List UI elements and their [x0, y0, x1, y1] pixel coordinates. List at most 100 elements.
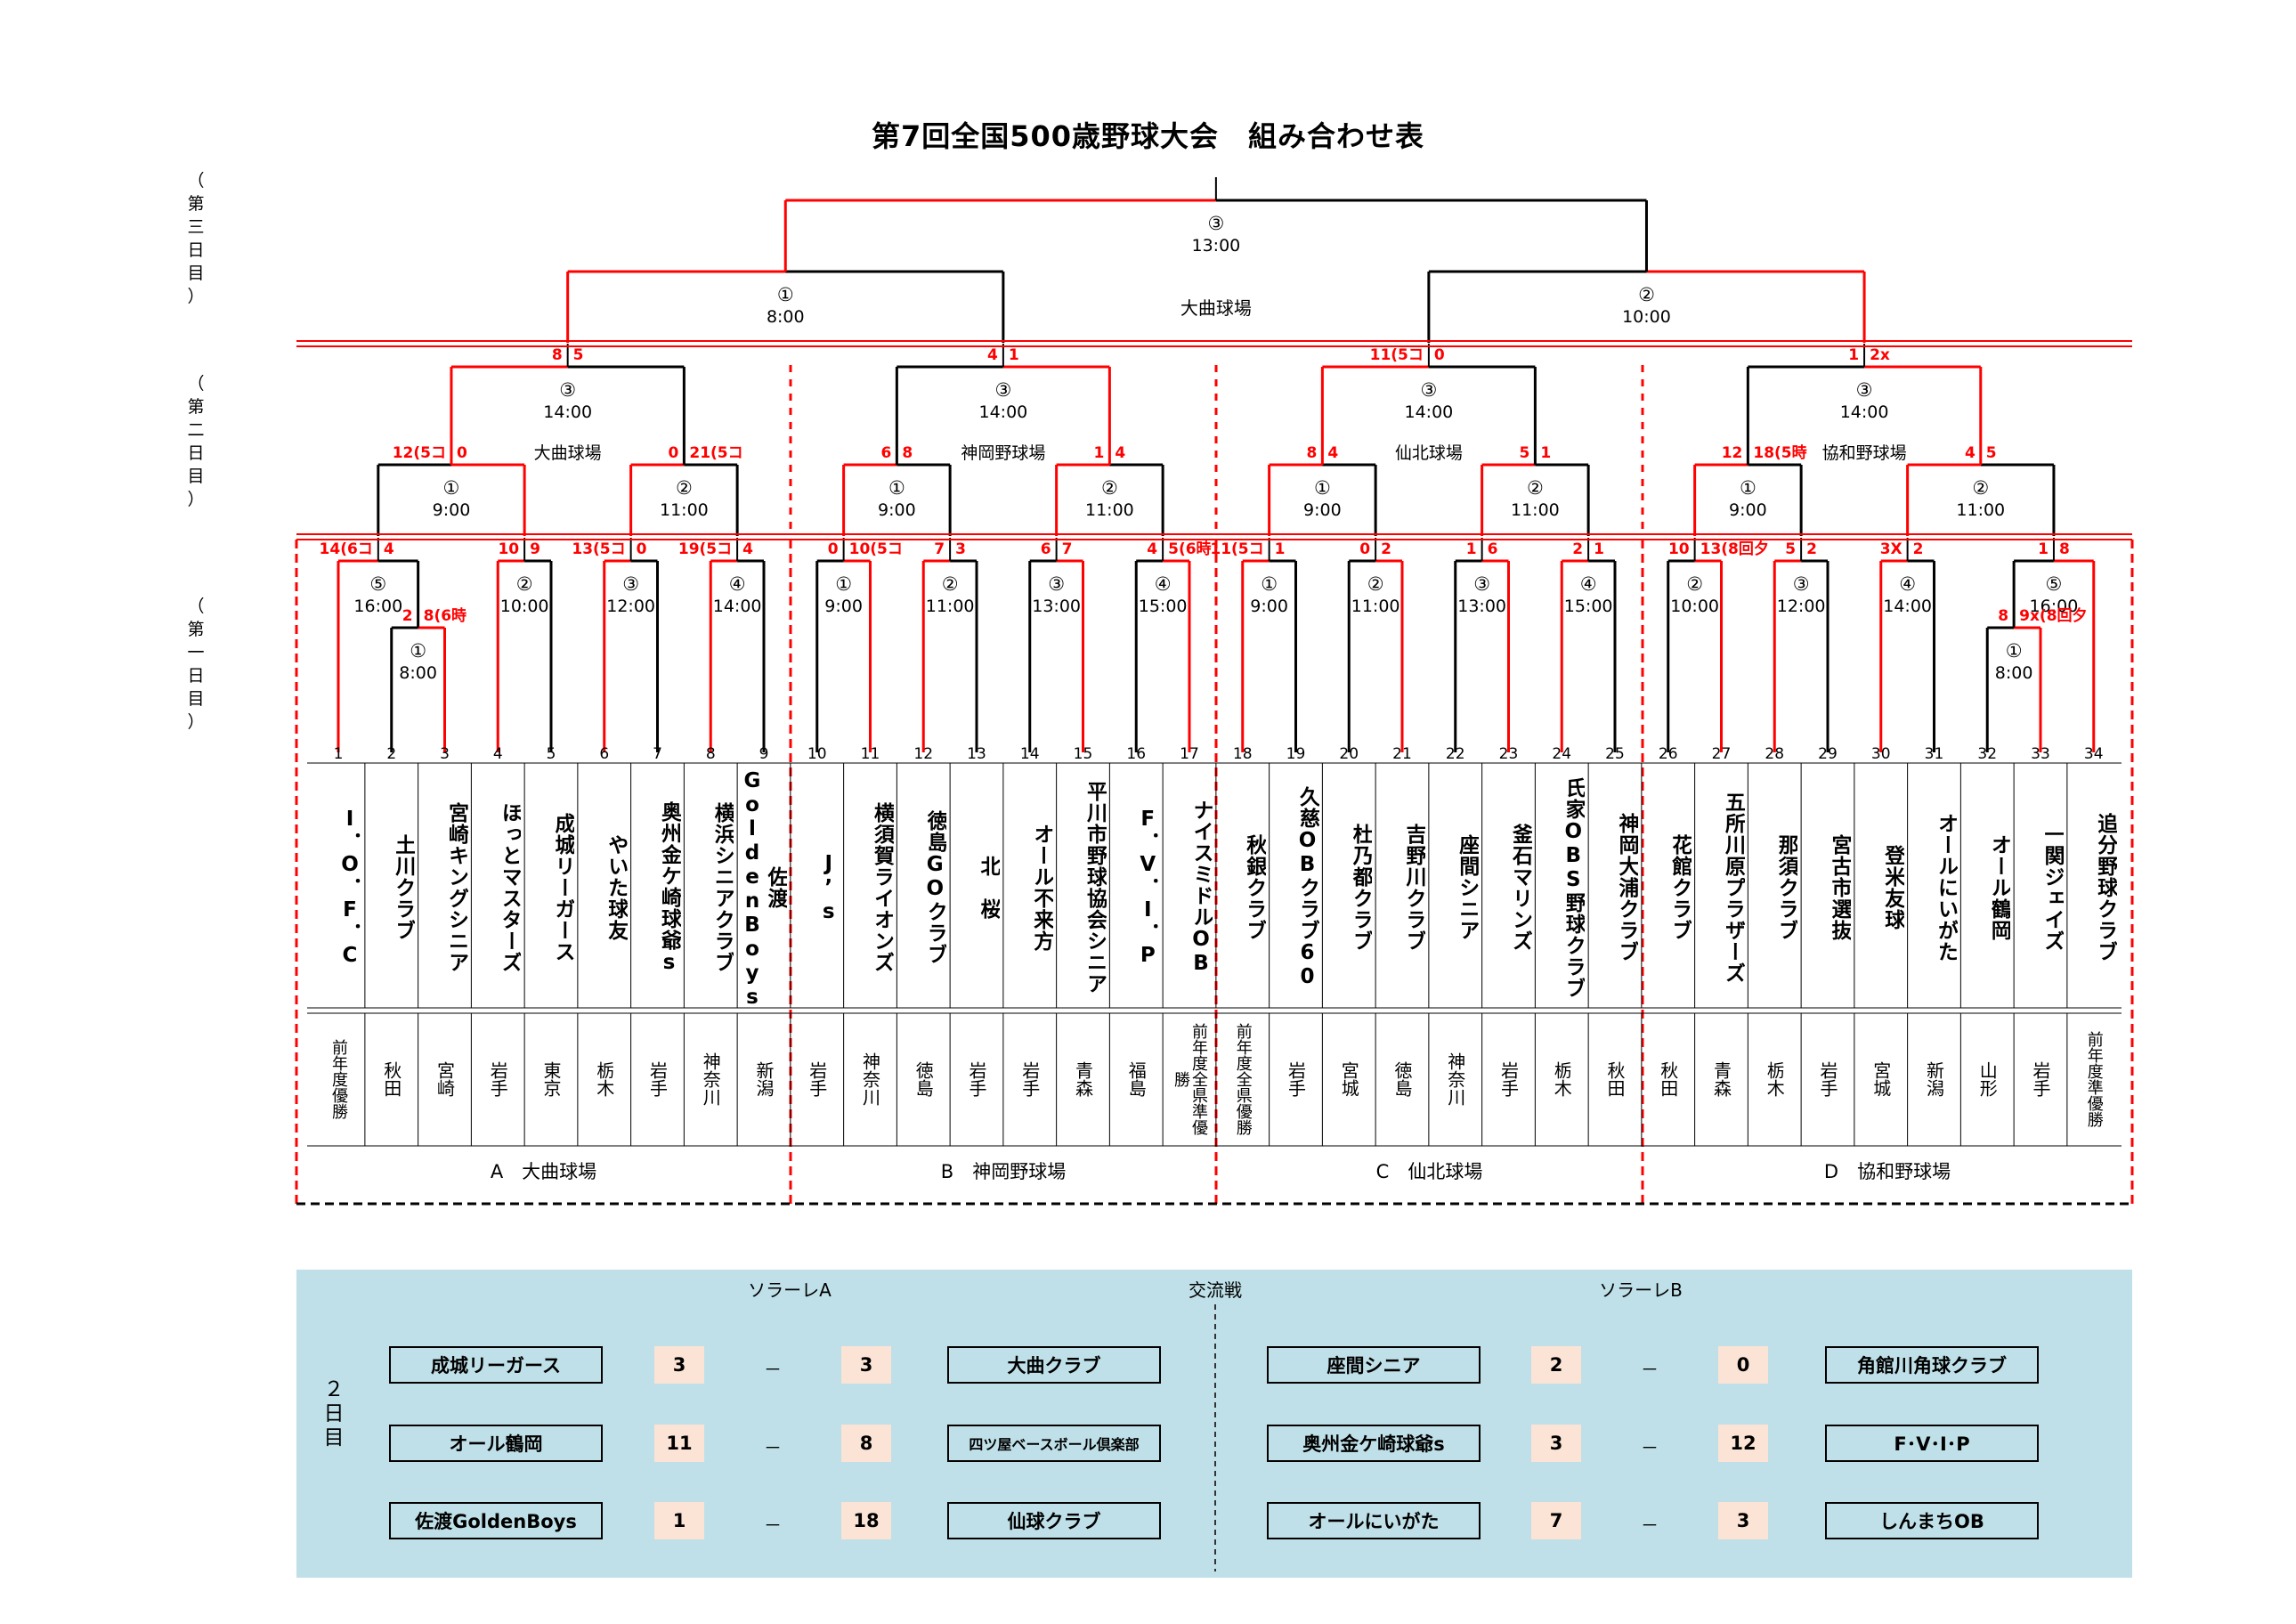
team-number-34: 34: [2084, 745, 2104, 763]
team-number-12: 12: [913, 745, 933, 763]
day2-block2-match3-score-left: 4: [987, 346, 998, 364]
day1-label: （ 第 一 日 目 ）: [187, 597, 205, 732]
day2-block1-venue: 大曲球場: [534, 443, 602, 463]
team-prefecture-18: 前年度全県優勝: [1233, 1023, 1253, 1135]
team-number-3: 3: [440, 745, 450, 763]
day1-match-13-time: 15:00: [1564, 597, 1613, 616]
team-prefecture-16: 福島: [1125, 1061, 1148, 1097]
day2-block4-match3-number: ③: [1856, 379, 1873, 401]
day1-match-2-time: 8:00: [399, 663, 437, 683]
day2-block3-match1-number: ①: [1314, 477, 1331, 499]
day1-match-6-score-left: 0: [828, 540, 839, 558]
team-prefecture-25: 秋田: [1604, 1061, 1626, 1097]
exchange-right-score2-3: 3: [1718, 1502, 1768, 1539]
exchange-dash: －: [764, 1437, 782, 1458]
day2-block3-match2-time: 11:00: [1511, 500, 1560, 520]
day1-match-18-number: ①: [2006, 640, 2023, 662]
day1-match-11-score-left: 0: [1359, 540, 1370, 558]
team-number-6: 6: [599, 745, 609, 763]
team-number-27: 27: [1712, 745, 1732, 763]
day1-match-8-score-right: 7: [1062, 540, 1073, 558]
day2-block3-match3-number: ③: [1420, 379, 1437, 401]
day1-match-8-score-left: 6: [1041, 540, 1051, 558]
team-number-25: 25: [1605, 745, 1625, 763]
day1-match-8-number: ③: [1048, 573, 1065, 595]
day2-block3-match2-score-left: 5: [1520, 444, 1530, 462]
team-prefecture-19: 岩手: [1285, 1061, 1307, 1097]
day1-match-12-number: ③: [1473, 573, 1490, 595]
day2-block1-match2-number: ②: [676, 477, 693, 499]
exchange-right-score1-2: 3: [1531, 1425, 1581, 1462]
exchange-right-away-1: 角館川角球クラブ: [1825, 1346, 2039, 1384]
day1-match-4-score-left: 13(5コ: [572, 540, 625, 558]
team-name-17: ナイスミドルOB: [1189, 800, 1213, 976]
team-name-9: 佐渡GoldenBoys: [741, 769, 787, 1006]
team-name-12: 徳島GOクラブ: [923, 810, 947, 965]
team-number-30: 30: [1871, 745, 1891, 763]
day3-final-time: 13:00: [1191, 236, 1240, 256]
team-name-13: 北 桜: [977, 856, 1000, 920]
day1-match-16-time: 14:00: [1883, 597, 1932, 616]
day1-match-10-score-left: 11(5コ: [1210, 540, 1263, 558]
day2-block2-match1-time: 9:00: [878, 500, 916, 520]
team-prefecture-3: 宮崎: [434, 1061, 456, 1097]
exchange-right-score2-2: 12: [1718, 1425, 1768, 1462]
day2-block4-match1-score-left: 12: [1722, 444, 1743, 462]
team-prefecture-28: 栃木: [1764, 1061, 1786, 1097]
exchange-dash: －: [1641, 1437, 1659, 1458]
day1-match-14-score-left: 10: [1668, 540, 1690, 558]
exchange-dash: －: [764, 1359, 782, 1380]
day2-block4-match3-score-left: 1: [1848, 346, 1859, 364]
exchange-right-score2-1: 0: [1718, 1346, 1768, 1384]
venue-c: C 仙北球場: [1375, 1161, 1483, 1182]
day1-match-6-number: ①: [835, 573, 852, 595]
day1-match-1-time: 16:00: [353, 597, 402, 616]
exchange-day-label: ２ 日 目: [323, 1378, 345, 1449]
team-prefecture-8: 神奈川: [700, 1052, 722, 1106]
day1-match-15-number: ③: [1793, 573, 1810, 595]
day2-label: （ 第 二 日 目 ）: [187, 374, 205, 509]
team-number-23: 23: [1499, 745, 1519, 763]
team-name-1: I．O．F．C: [338, 808, 361, 968]
team-number-4: 4: [493, 745, 503, 763]
day3-semi-right-number: ②: [1638, 284, 1655, 305]
exchange-header-title: 交流戦: [1189, 1279, 1242, 1301]
day1-match-15-time: 12:00: [1777, 597, 1826, 616]
day2-block2-match3-number: ③: [994, 379, 1011, 401]
exchange-left-score1-2: 11: [654, 1425, 704, 1462]
day2-block4-venue: 協和野球場: [1822, 443, 1907, 463]
day1-match-18-score-left: 8: [1998, 607, 2008, 625]
day1-match-10-score-right: 1: [1275, 540, 1286, 558]
exchange-header-b: ソラーレB: [1599, 1279, 1683, 1301]
day2-block3-match1-time: 9:00: [1303, 500, 1342, 520]
day1-match-16-score-right: 2: [1913, 540, 1924, 558]
team-number-33: 33: [2031, 745, 2050, 763]
team-name-33: 一関ジェイズ: [2040, 824, 2064, 952]
day1-match-7-score-right: 3: [955, 540, 966, 558]
day1-match-9-number: ④: [1155, 573, 1172, 595]
day1-match-18-score-right: 9x(8回夕: [2019, 606, 2087, 625]
day1-match-7-time: 11:00: [926, 597, 975, 616]
team-prefecture-9: 新潟: [753, 1061, 775, 1097]
team-name-21: 吉野川クラブ: [1402, 824, 1425, 952]
day2-block3-match1-score-left: 8: [1307, 444, 1318, 462]
exchange-dash: －: [764, 1514, 782, 1536]
day1-match-16-score-left: 3X: [1880, 540, 1903, 558]
day1-match-9-time: 15:00: [1139, 597, 1188, 616]
team-prefecture-14: 岩手: [1018, 1061, 1041, 1097]
day1-match-5-score-right: 4: [742, 540, 753, 558]
team-number-5: 5: [547, 745, 556, 763]
team-prefecture-20: 宮城: [1338, 1061, 1360, 1097]
day1-match-11-number: ②: [1367, 573, 1384, 595]
team-prefecture-5: 東京: [540, 1061, 562, 1097]
team-prefecture-31: 新潟: [1923, 1061, 1945, 1097]
day1-match-1-number: ⑤: [369, 573, 386, 595]
day1-match-2-score-right: 8(6時: [424, 606, 467, 625]
day2-block1-match1-score-left: 12(5コ: [393, 444, 446, 462]
team-name-10: J’s: [816, 851, 840, 924]
team-prefecture-24: 栃木: [1551, 1061, 1573, 1097]
team-number-26: 26: [1659, 745, 1678, 763]
day3-label: （ 第 三 日 目 ）: [187, 171, 205, 306]
team-prefecture-2: 秋田: [380, 1061, 402, 1097]
day2-block4-match2-score-right: 5: [1986, 444, 1997, 462]
